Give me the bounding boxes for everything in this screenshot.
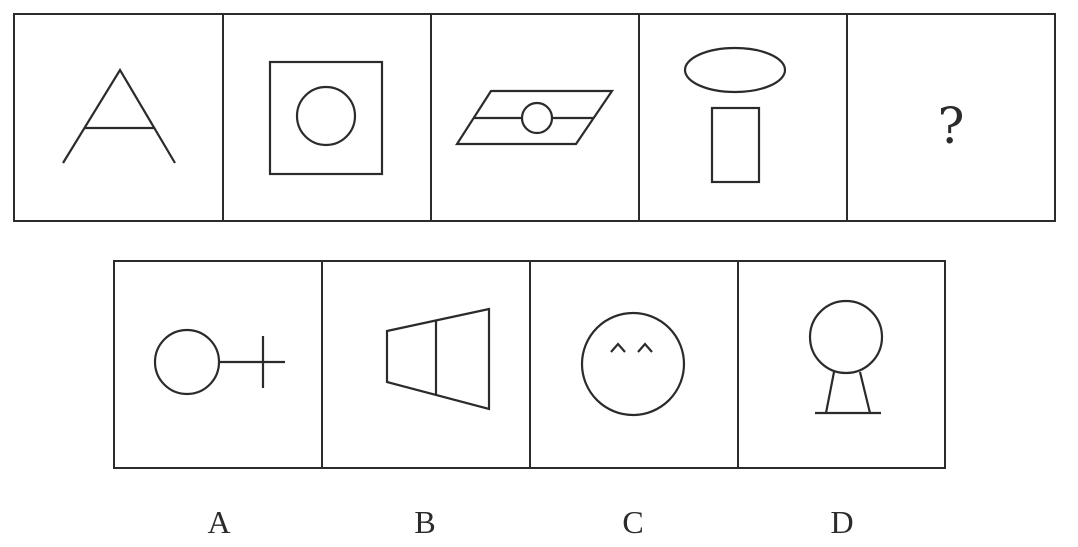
circle-in-square xyxy=(268,60,384,176)
option-b-cell[interactable] xyxy=(321,260,531,469)
options-row xyxy=(113,260,946,469)
parallelogram-with-circle xyxy=(454,89,615,146)
option-d-cell[interactable] xyxy=(737,260,946,469)
option-a-label[interactable]: A xyxy=(207,504,230,540)
question-cell-5 xyxy=(846,13,1056,222)
circle-with-cross xyxy=(153,328,285,396)
circle-on-stand xyxy=(808,299,884,415)
ellipse-over-rectangle xyxy=(683,46,787,184)
option-c-cell[interactable] xyxy=(529,260,739,469)
question-mark: ? xyxy=(938,97,965,155)
question-row: ? xyxy=(13,13,1056,222)
divided-trapezoid xyxy=(385,307,491,411)
question-cell-3 xyxy=(430,13,640,222)
option-d-label[interactable]: D xyxy=(830,504,853,540)
question-cell-2 xyxy=(222,13,432,222)
circle-with-carets xyxy=(580,311,686,417)
option-labels: A B C D xyxy=(207,504,853,540)
option-b-label[interactable]: B xyxy=(414,504,435,540)
question-cell-4 xyxy=(638,13,848,222)
option-c-label[interactable]: C xyxy=(622,504,643,540)
letter-a-shape xyxy=(62,67,176,164)
question-cell-1 xyxy=(13,13,224,222)
